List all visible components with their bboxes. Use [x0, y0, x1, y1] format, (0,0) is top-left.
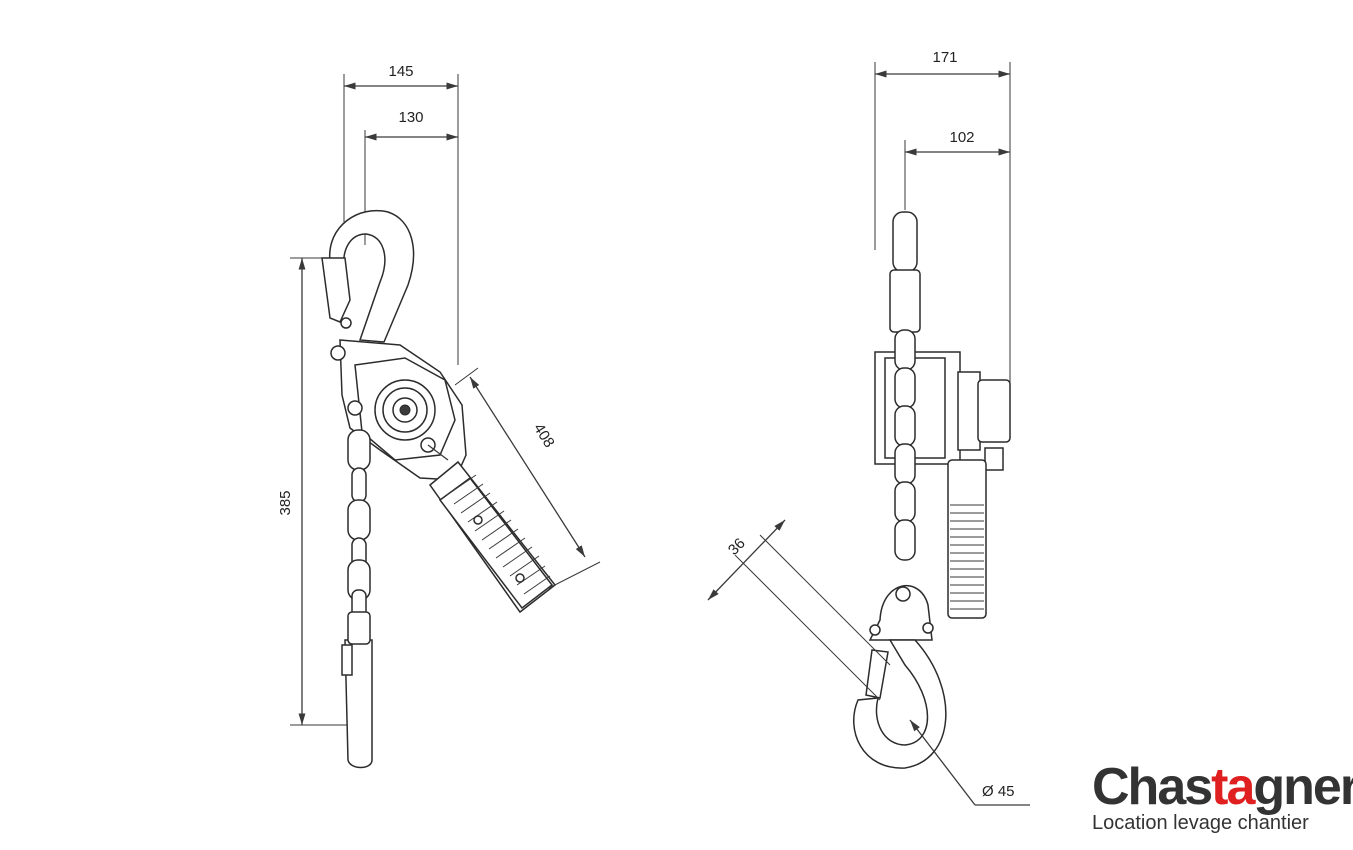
side-view: 171 102 [707, 49, 1030, 806]
dim-145-label: 145 [388, 63, 413, 80]
load-chain-side [894, 329, 916, 561]
dim-102-label: 102 [949, 129, 974, 146]
dim-line-408 [469, 376, 586, 558]
dim-408-label: 408 [530, 420, 558, 450]
load-chain [347, 429, 371, 621]
brand-tagline: Location levage chantier [1092, 812, 1309, 834]
dim-line-36 [707, 519, 786, 601]
front-view: 145 130 385 [277, 63, 601, 769]
dim-diameter-label: Ø 45 [982, 783, 1015, 800]
brand-name: Chastagner [1092, 758, 1353, 816]
dim-36-label: 36 [725, 535, 749, 559]
top-hook [329, 210, 415, 343]
handle-side [947, 459, 987, 619]
top-hook-side [892, 211, 918, 273]
dim-171-label: 171 [932, 49, 957, 66]
brand-logo: Chastagner Location levage chantier [1092, 758, 1353, 835]
dim-385-label: 385 [277, 490, 294, 515]
dim-130-label: 130 [398, 109, 423, 126]
